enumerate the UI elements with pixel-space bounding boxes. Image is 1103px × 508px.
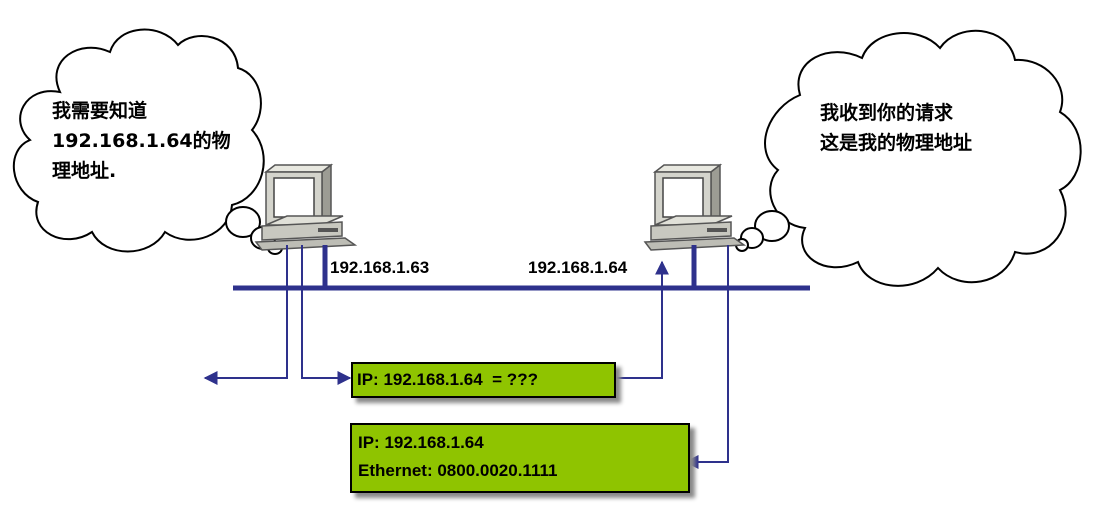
reply-arrow [684,245,729,469]
left-cloud-text: 我需要知道 192.168.1.64的物 理地址. [52,96,231,186]
left-cloud-line: 我需要知道 [52,100,148,122]
right-computer-icon [643,163,747,288]
arp-request-box: IP: 192.168.1.64 = ??? [351,362,616,398]
right-cloud-line: 我收到你的请求 [820,102,954,124]
left-cloud-line: 理地址. [52,160,117,182]
arp-request-text: IP: 192.168.1.64 = ??? [357,370,538,389]
right-cloud-icon [735,29,1082,287]
broadcast-arrow-left [203,245,288,385]
right-cloud-line: 这是我的物理地址 [820,132,973,154]
left-cloud-line: 192.168.1.64的物 [52,130,231,152]
request-arrow [301,245,352,385]
arp-reply-mac: Ethernet: 0800.0020.1111 [358,461,558,480]
left-host-ip: 192.168.1.63 [330,258,430,277]
request-to-host-arrow [612,260,669,379]
arp-reply-box: IP: 192.168.1.64 Ethernet: 0800.0020.111… [350,423,690,493]
right-host-ip: 192.168.1.64 [528,258,628,277]
right-cloud-text: 我收到你的请求 这是我的物理地址 [820,98,972,158]
left-computer-icon [254,163,358,288]
arp-reply-ip: IP: 192.168.1.64 [358,433,484,452]
